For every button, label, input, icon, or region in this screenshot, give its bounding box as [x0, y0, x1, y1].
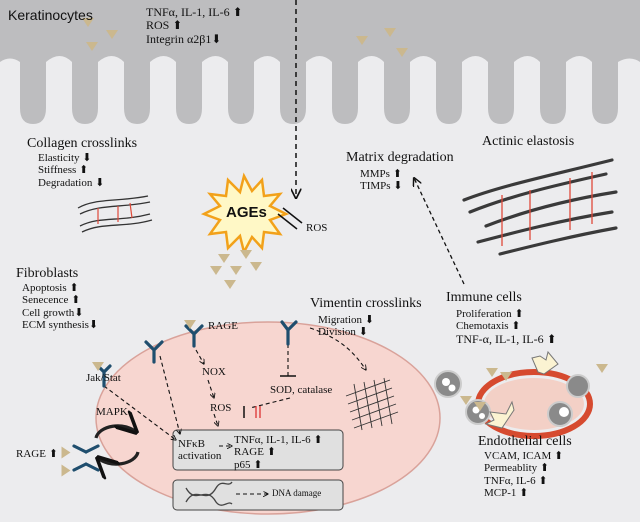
dna-damage-label: DNA damage: [272, 488, 322, 498]
elastic-fibers: [462, 158, 618, 256]
nfkb-outputs: TNFα, IL-1, IL-6 ⬆ RAGE ⬆ p65 ⬆: [234, 434, 323, 471]
collagen-effect: Stiffness ⬆: [38, 164, 89, 177]
nfkb-output: TNFα, IL-1, IL-6 ⬆: [234, 434, 323, 446]
keratinocyte-effect: ROS ⬆: [146, 18, 183, 33]
rage-top-label: RAGE: [208, 320, 238, 332]
nfkb-line: NFκB: [178, 438, 205, 450]
immune-effect: Chemotaxis ⬆: [456, 320, 521, 333]
sod-catalase-label: SOD, catalase: [270, 384, 333, 396]
vimentin-effects: Migration ⬇ Division ⬇: [318, 314, 374, 339]
jak-stat-label: Jak/Stat: [86, 372, 121, 384]
nfkb-output: p65 ⬆: [234, 458, 263, 471]
fibroblast-effects: Apoptosis ⬆ Senecence ⬆ Cell growth⬇ ECM…: [22, 282, 98, 331]
fibroblasts-label: Fibroblasts: [16, 266, 79, 281]
matrix-degradation-label: Matrix degradation: [346, 150, 454, 165]
matrix-effects: MMPs ⬆ TIMPs ⬇: [360, 168, 403, 193]
elastosis-crosslinks: [501, 172, 593, 246]
immune-effect: TNF-α, IL-1, IL-6 ⬆: [456, 331, 557, 346]
vimentin-effect: Migration ⬇: [318, 314, 374, 326]
collagen-crosslinks-label: Collagen crosslinks: [27, 136, 138, 151]
rage-receptor-icons: [72, 320, 298, 472]
vimentin-mesh: [345, 377, 399, 431]
ros-cell-label: ROS: [210, 402, 232, 414]
endothelial-effects: VCAM, ICAM ⬆ Permeablity ⬆ TNFα, IL-6 ⬆ …: [484, 450, 563, 499]
fibroblast-effect: Cell growth⬇: [22, 306, 84, 319]
nfkb-box: [172, 429, 344, 471]
collagen-fibers: [77, 195, 153, 233]
vimentin-label: Vimentin crosslinks: [310, 296, 422, 311]
migration-arrows: [484, 350, 559, 429]
arrow-immune-to-matrix: [414, 178, 465, 285]
matrix-effect: TIMPs ⬇: [360, 180, 403, 193]
epidermis-layer: [0, 0, 640, 124]
endothelial-effect: Permeablity ⬆: [484, 462, 550, 475]
immune-cells-label: Immune cells: [446, 290, 522, 305]
nfkb-output: RAGE ⬆: [234, 446, 276, 459]
nfkb-activation-label: NFκB activation: [178, 438, 221, 463]
rage-left-label: RAGE ⬆: [16, 448, 58, 460]
mapk-label: MAPK: [96, 406, 128, 418]
endothelial-effect: MCP-1 ⬆: [484, 486, 529, 499]
nfkb-line: activation: [178, 450, 222, 463]
ages-label: AGEs: [226, 204, 267, 221]
signaling-arrows: [103, 327, 366, 446]
fibroblast-effect: Senecence ⬆: [22, 294, 81, 307]
cycle-arrows-icon: [96, 426, 138, 464]
collagen-crosslinks: [97, 202, 133, 224]
matrix-effect: MMPs ⬆: [360, 168, 402, 180]
nox-label: NOX: [202, 366, 226, 378]
ages-starburst: [200, 172, 290, 256]
endothelial-cells-label: Endothelial cells: [478, 434, 572, 449]
fibroblast-effect: Apoptosis ⬆: [22, 282, 79, 294]
vimentin-effect: Division ⬇: [318, 326, 368, 339]
endothelial-effect: VCAM, ICAM ⬆: [484, 450, 564, 462]
dna-helix-icon: [185, 481, 233, 506]
keratinocytes-effects: TNFα, IL-1, IL-6 ⬆ ROS ⬆ Integrin α2β1⬇: [146, 5, 243, 46]
collagen-effects: Elasticity ⬇ Stiffness ⬆ Degradation ⬇: [38, 152, 104, 189]
endothelial-effect: TNFα, IL-6 ⬆: [484, 474, 548, 487]
ages-ros-bond-2: [277, 213, 298, 230]
keratinocytes-label: Keratinocytes: [8, 7, 93, 23]
fibroblast-effect: ECM synthesis⬇: [22, 318, 99, 331]
dna-box: [172, 479, 344, 511]
actinic-elastosis-label: Actinic elastosis: [482, 134, 575, 149]
ros-label: ROS: [306, 222, 328, 234]
immune-effects: Proliferation ⬆ Chemotaxis ⬆ TNF-α, IL-1…: [456, 308, 557, 346]
collagen-effect: Elasticity ⬇: [38, 152, 92, 164]
keratinocyte-effect: Integrin α2β1⬇: [146, 31, 222, 46]
ages-ros-bond: [282, 207, 303, 224]
collagen-effect: Degradation ⬇: [38, 176, 105, 189]
immune-effect: Proliferation ⬆: [456, 308, 524, 320]
keratinocyte-effect: TNFα, IL-1, IL-6 ⬆: [146, 5, 243, 19]
